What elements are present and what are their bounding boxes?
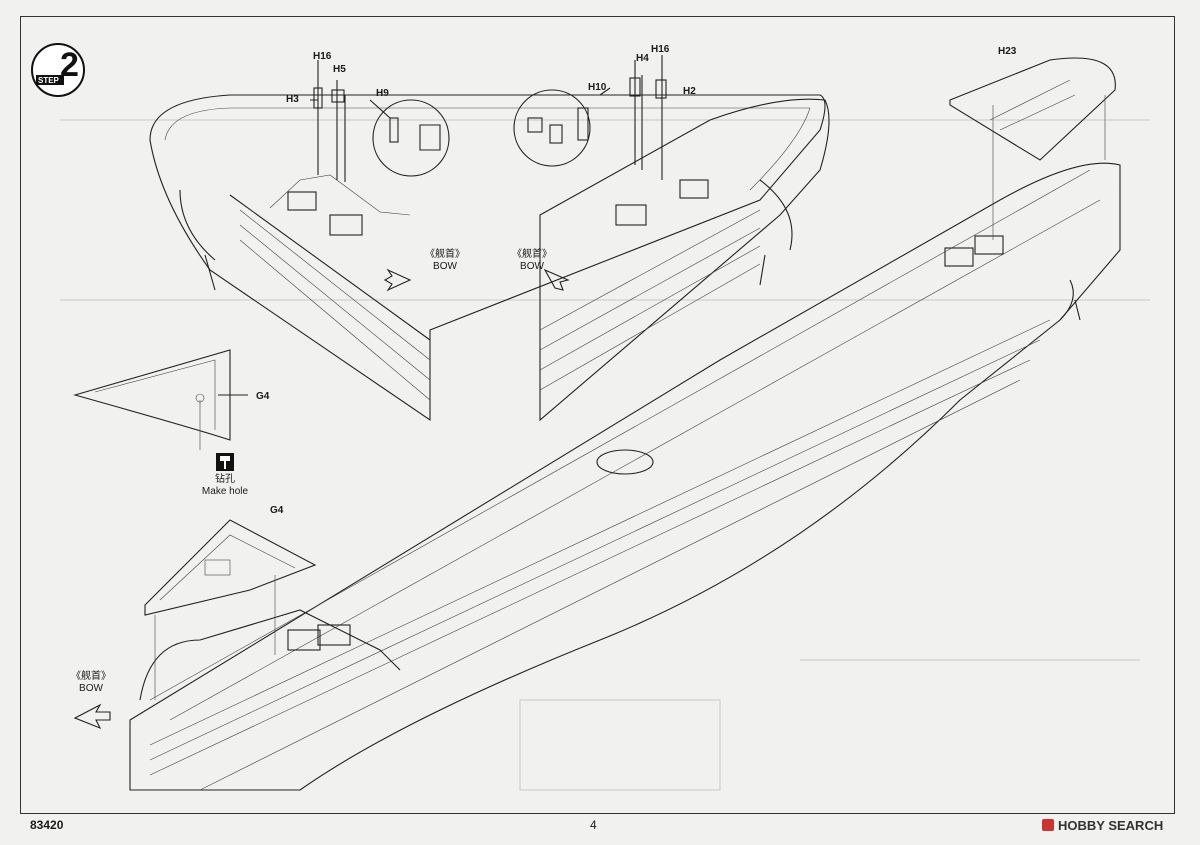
bow-label-cn: 《舰首》 (425, 249, 465, 260)
bow-label-en: BOW (79, 683, 103, 694)
part-label-h23: H23 (998, 46, 1017, 57)
step-badge: 2 STEP (30, 42, 86, 98)
bleed-through (60, 119, 1150, 791)
make-hole-instruction: 钻孔 Make hole (180, 452, 270, 498)
drill-label-en: Make hole (201, 486, 249, 497)
bow-view-right (539, 98, 830, 422)
page-number: 4 (590, 818, 597, 832)
step-label: STEP (38, 76, 60, 85)
part-label-h9: H9 (376, 88, 389, 99)
kit-code: 83420 (30, 818, 64, 832)
part-pins-right (513, 55, 667, 180)
h23-deck-plate (949, 57, 1116, 240)
drill-icon (216, 453, 234, 471)
watermark-brand: HOBBY SEARCH (1042, 818, 1163, 833)
page-border (20, 16, 1175, 814)
brand-text: HOBBY SEARCH (1058, 818, 1164, 833)
part-label-h2: H2 (683, 86, 696, 97)
g4-deck-plate (72, 349, 248, 450)
part-label-h3: H3 (286, 94, 299, 105)
part-label-g4-top: G4 (256, 391, 270, 402)
bow-label-left: 《舰首》 BOW (418, 249, 472, 273)
drill-label-cn: 钻孔 (215, 474, 235, 485)
bow-arrows (73, 268, 570, 730)
part-label-h16-right: H16 (651, 44, 670, 55)
step-number: 2 (60, 46, 79, 84)
part-label-h5: H5 (333, 64, 346, 75)
g4-forecastle (144, 519, 317, 700)
part-label-g4-main: G4 (270, 505, 284, 516)
bow-label-main: 《舰首》 BOW (64, 671, 118, 695)
part-label-h4: H4 (636, 53, 649, 64)
bow-label-right: 《舰首》 BOW (505, 249, 559, 273)
brand-logo-icon (1042, 819, 1054, 831)
bow-view-left (149, 94, 826, 422)
bow-label-en: BOW (433, 261, 457, 272)
part-label-h16-left: H16 (313, 51, 332, 62)
bow-label-cn: 《舰首》 (71, 671, 111, 682)
bow-label-en: BOW (520, 261, 544, 272)
bow-label-cn: 《舰首》 (512, 249, 552, 260)
main-hull (129, 162, 1121, 791)
part-pins-left (310, 60, 450, 182)
part-label-h10: H10 (588, 82, 607, 93)
